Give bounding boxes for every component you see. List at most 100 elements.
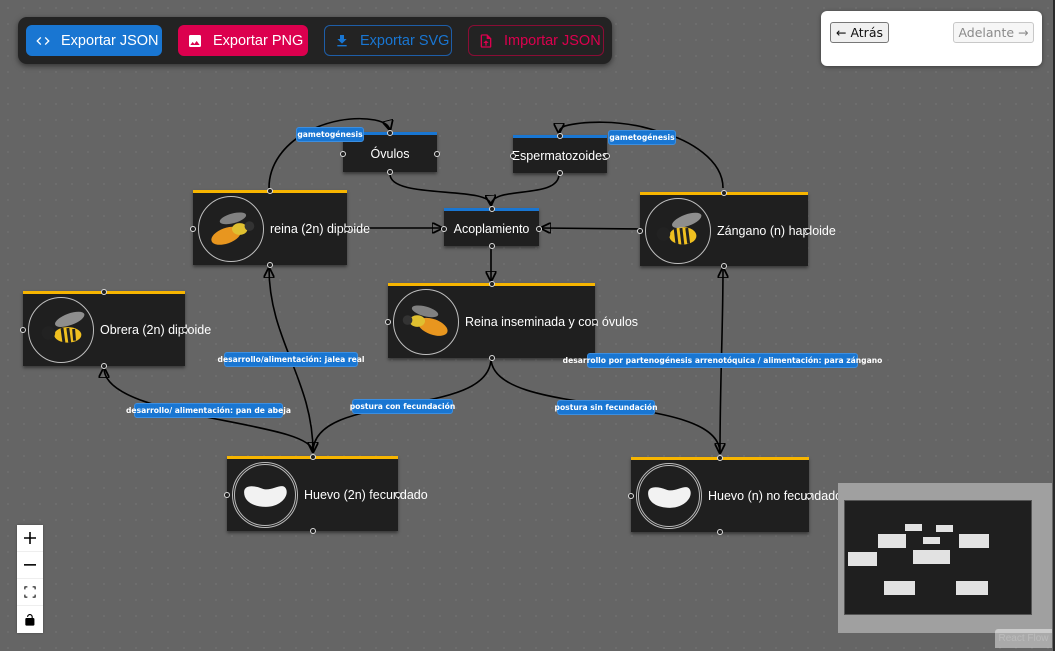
node-label: reina (2n) diploide xyxy=(270,222,371,236)
handle-right[interactable] xyxy=(344,226,350,232)
edge-label-gametogenesis-left[interactable]: gametogénesis xyxy=(296,127,364,142)
handle-right[interactable] xyxy=(536,225,542,232)
handle-top[interactable] xyxy=(101,289,107,295)
fit-view-button[interactable] xyxy=(17,579,43,606)
react-flow-attribution[interactable]: React Flow xyxy=(995,629,1052,648)
handle-top[interactable] xyxy=(309,454,316,460)
minimap-node xyxy=(923,537,940,544)
node-reina[interactable]: reina (2n) diploide xyxy=(190,188,370,268)
handle-bottom[interactable] xyxy=(101,363,107,369)
handle-bottom[interactable] xyxy=(387,169,393,175)
edge-label-con-fecundacion[interactable]: postura con fecundación xyxy=(350,399,455,414)
zoom-in-button[interactable] xyxy=(17,525,43,552)
edge-ovulos-acoplamiento[interactable] xyxy=(389,173,491,205)
handle-right[interactable] xyxy=(395,492,401,498)
handle-left[interactable] xyxy=(510,152,516,159)
back-button[interactable]: ← Atrás xyxy=(830,22,889,43)
minimap-viewport[interactable] xyxy=(844,500,1032,615)
handle-right[interactable] xyxy=(806,493,812,499)
handle-left[interactable] xyxy=(190,226,196,232)
handle-bottom[interactable] xyxy=(488,243,495,249)
handle-right[interactable] xyxy=(604,152,610,159)
node-reina-inseminada[interactable]: Reina inseminada y con óvulos xyxy=(385,281,638,361)
node-label: Reina inseminada y con óvulos xyxy=(465,315,639,329)
node-label: Espermatozoides xyxy=(511,148,609,163)
egg-image xyxy=(232,462,298,528)
handle-left[interactable] xyxy=(637,227,643,234)
handle-bottom[interactable] xyxy=(488,355,495,361)
node-huevo-fecundado[interactable]: Huevo (2n) fecundado xyxy=(224,454,428,534)
minimap-node xyxy=(956,581,988,595)
handle-top[interactable] xyxy=(267,188,273,194)
node-label: Zángano (n) haploide xyxy=(717,223,836,238)
handle-bottom[interactable] xyxy=(721,263,727,269)
edge-zangano-acoplamiento[interactable] xyxy=(541,228,640,229)
fit-view-icon xyxy=(24,586,36,598)
queen-bee-image xyxy=(393,289,459,355)
handle-right[interactable] xyxy=(182,327,188,333)
zoom-out-button[interactable] xyxy=(17,552,43,579)
handle-bottom[interactable] xyxy=(717,529,723,535)
node-obrera[interactable]: Obrera (2n) diploide xyxy=(20,289,211,369)
minimap-node xyxy=(936,525,953,532)
handle-left[interactable] xyxy=(441,225,447,232)
node-label: Obrera (2n) diploide xyxy=(100,323,212,337)
lock-toggle-button[interactable] xyxy=(17,606,43,633)
minimap-node xyxy=(905,524,922,531)
import-json-label: Importar JSON xyxy=(504,32,601,49)
minimap[interactable] xyxy=(838,483,1052,633)
import-json-button[interactable]: Importar JSON xyxy=(468,25,604,56)
handle-left[interactable] xyxy=(385,319,391,325)
minimap-node xyxy=(848,552,877,566)
worker-bee-image xyxy=(28,297,94,363)
edge-label-pan-abeja[interactable]: desarrollo/ alimentación: pan de abeja xyxy=(126,403,291,418)
edge-label-jalea-real[interactable]: desarrollo/alimentación: jalea real xyxy=(218,352,364,367)
drone-bee-image xyxy=(645,197,711,264)
handle-right[interactable] xyxy=(434,150,440,157)
handle-bottom[interactable] xyxy=(309,528,316,534)
image-icon xyxy=(189,34,201,47)
handle-top[interactable] xyxy=(488,206,495,212)
export-svg-button[interactable]: Exportar SVG xyxy=(324,25,452,56)
node-acoplamiento[interactable]: Acoplamiento xyxy=(441,206,542,249)
node-label: Óvulos xyxy=(370,146,410,161)
node-zangano[interactable]: Zángano (n) haploide xyxy=(637,190,836,269)
minimap-node xyxy=(878,534,906,548)
edge-label-sin-fecundacion[interactable]: postura sin fecundación xyxy=(555,400,657,415)
minimap-node xyxy=(884,581,915,595)
export-json-label: Exportar JSON xyxy=(61,32,159,49)
export-svg-label: Exportar SVG xyxy=(360,32,450,49)
handle-left[interactable] xyxy=(224,492,230,498)
minimap-node xyxy=(959,534,989,548)
toolbar: Exportar JSON Exportar PNG Exportar SVG … xyxy=(18,17,612,64)
handle-left[interactable] xyxy=(340,150,346,157)
handle-right[interactable] xyxy=(592,319,598,325)
flow-controls xyxy=(17,525,43,633)
handle-top[interactable] xyxy=(557,133,563,139)
edge-espermatozoides-acoplamiento[interactable] xyxy=(490,173,560,206)
export-png-label: Exportar PNG xyxy=(213,32,304,49)
node-label: Huevo (2n) fecundado xyxy=(304,488,428,502)
handle-left[interactable] xyxy=(20,327,26,333)
edge-label-gametogenesis-right[interactable]: gametogénesis xyxy=(608,130,676,145)
export-png-button[interactable]: Exportar PNG xyxy=(178,25,308,56)
export-json-button[interactable]: Exportar JSON xyxy=(26,25,162,56)
node-espermatozoides[interactable]: Espermatozoides xyxy=(510,133,610,176)
handle-left[interactable] xyxy=(628,493,634,499)
plus-icon xyxy=(24,532,36,544)
handle-right[interactable] xyxy=(805,227,811,234)
handle-top[interactable] xyxy=(387,130,393,136)
handle-bottom[interactable] xyxy=(557,170,563,176)
handle-top[interactable] xyxy=(717,455,723,461)
node-label: Huevo (n) no fecundado xyxy=(708,489,843,503)
handle-top[interactable] xyxy=(721,190,727,196)
queen-bee-image xyxy=(198,196,264,262)
handle-bottom[interactable] xyxy=(267,262,273,268)
handle-top[interactable] xyxy=(488,281,495,287)
node-huevo-no-fecundado[interactable]: Huevo (n) no fecundado xyxy=(628,455,842,535)
forward-button[interactable]: Adelante → xyxy=(953,22,1034,43)
file-upload-icon xyxy=(480,33,492,48)
edge-label-partenogenesis[interactable]: desarrollo por partenogénesis arrenotóqu… xyxy=(563,353,882,368)
minus-icon xyxy=(24,564,36,566)
